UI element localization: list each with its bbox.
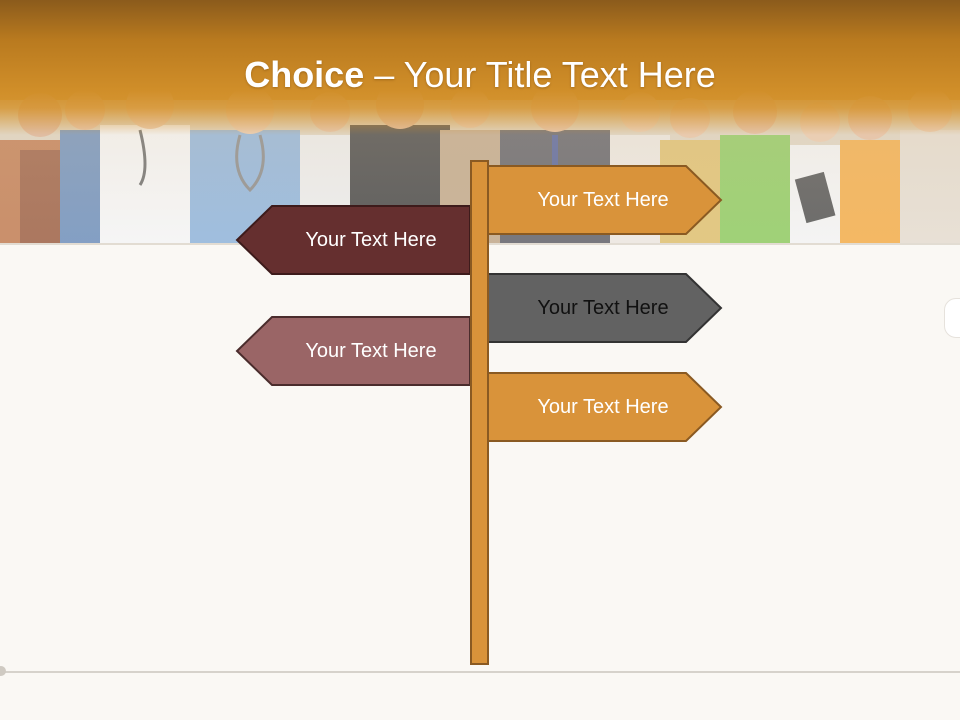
sign-right-top[interactable]: Your Text Here	[487, 165, 723, 235]
sign-right-middle[interactable]: Your Text Here	[487, 273, 723, 343]
footer-dot	[0, 666, 6, 676]
sign-right-bottom[interactable]: Your Text Here	[487, 372, 723, 442]
slide-title[interactable]: Choice – Your Title Text Here	[0, 52, 960, 98]
sign-left-top[interactable]: Your Text Here	[235, 205, 471, 275]
signpost-pole	[470, 160, 489, 665]
sign-label: Your Text Here	[305, 339, 437, 362]
sign-label: Your Text Here	[305, 228, 437, 251]
title-bold-word: Choice	[244, 54, 365, 95]
sign-label: Your Text Here	[537, 395, 669, 418]
title-rest: – Your Title Text Here	[364, 54, 716, 95]
sign-label: Your Text Here	[537, 188, 669, 211]
edge-decoration	[944, 298, 960, 338]
sign-left-bottom[interactable]: Your Text Here	[235, 316, 471, 386]
sign-label: Your Text Here	[537, 296, 669, 319]
footer-line	[0, 671, 960, 673]
